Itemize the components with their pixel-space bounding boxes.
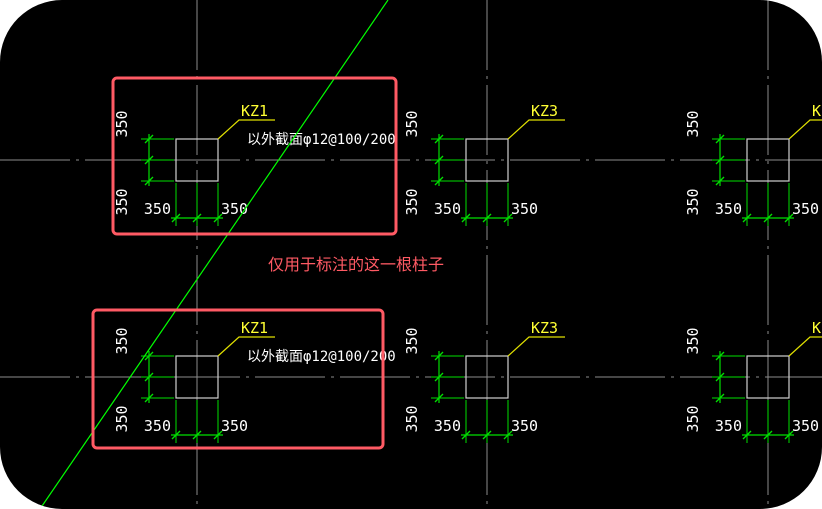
dimension-text-horizontal-right: 350 [511, 200, 538, 218]
column-label: KZ3 [531, 102, 558, 120]
dimension-tick [742, 213, 752, 223]
dimension-text-horizontal-right: 350 [221, 200, 248, 218]
dimension-tick [715, 393, 725, 403]
dimension-text-horizontal-right: 350 [221, 417, 248, 435]
column-outline [746, 355, 790, 399]
dimension-tick [144, 393, 154, 403]
dimension-text-vertical-top: 350 [403, 327, 421, 354]
dimension-tick [213, 430, 223, 440]
column-label: KZ3 [531, 319, 558, 337]
dimension-text-vertical-bottom: 350 [403, 188, 421, 215]
diagonal-reference-line[interactable] [39, 0, 389, 509]
column-kz: 350 350 350 350 KZ1 以外截面φ12@100/200 [113, 102, 396, 226]
dimension-tick [715, 134, 725, 144]
dimension-tick [144, 372, 154, 382]
dimension-text-horizontal-right: 350 [511, 417, 538, 435]
column-label: KZ1 [241, 319, 268, 337]
dimension-tick [144, 176, 154, 186]
column-kz: 350 350 350 350 KZ1 以外截面φ12@100/200 [113, 319, 396, 443]
dimension-tick [434, 155, 444, 165]
dimension-tick [503, 430, 513, 440]
column-kz: 350 350 350 350 KZ3 [684, 319, 822, 443]
dimension-tick [144, 351, 154, 361]
dimension-text-vertical-top: 350 [113, 110, 131, 137]
dimension-tick [213, 213, 223, 223]
dimension-text-vertical-bottom: 350 [113, 188, 131, 215]
leader-line [507, 119, 565, 140]
dimension-tick [461, 213, 471, 223]
dimension-text-horizontal-left: 350 [715, 417, 742, 435]
dimension-text-horizontal-right: 350 [792, 200, 819, 218]
column-kz: 350 350 350 350 KZ3 [403, 102, 565, 226]
dimension-text-vertical-bottom: 350 [113, 405, 131, 432]
dimension-tick [171, 430, 181, 440]
dimension-tick [715, 155, 725, 165]
leader-line [217, 336, 275, 357]
leader-line [788, 119, 822, 140]
dimension-tick [503, 213, 513, 223]
dimension-tick [784, 213, 794, 223]
dimension-text-horizontal-left: 350 [434, 417, 461, 435]
rebar-note: 以外截面φ12@100/200 [247, 349, 396, 365]
dimension-text-horizontal-left: 350 [144, 200, 171, 218]
column-outline [746, 138, 790, 182]
dimension-tick [192, 430, 202, 440]
dimension-tick [715, 351, 725, 361]
column-label: KZ3 [812, 319, 822, 337]
dimension-tick [742, 430, 752, 440]
dimension-tick [784, 430, 794, 440]
dimension-tick [434, 134, 444, 144]
dimension-tick [434, 393, 444, 403]
dimension-tick [715, 372, 725, 382]
column-label: KZ3 [812, 102, 822, 120]
dimension-text-vertical-bottom: 350 [684, 188, 702, 215]
dimension-tick [434, 372, 444, 382]
dimension-text-vertical-bottom: 350 [403, 405, 421, 432]
highlight-box-lower [91, 308, 385, 450]
dimension-tick [171, 213, 181, 223]
dimension-text-vertical-bottom: 350 [684, 405, 702, 432]
dimension-text-horizontal-left: 350 [715, 200, 742, 218]
dimension-tick [144, 155, 154, 165]
column-kz: 350 350 350 350 KZ3 [684, 102, 822, 226]
dimension-text-vertical-top: 350 [684, 327, 702, 354]
dimension-tick [144, 134, 154, 144]
column-outline [465, 355, 509, 399]
leader-line [507, 336, 565, 357]
dimension-text-horizontal-left: 350 [434, 200, 461, 218]
dimension-tick [482, 213, 492, 223]
annotation-note: 仅用于标注的这一根柱子 [268, 255, 444, 274]
dimension-text-horizontal-right: 350 [792, 417, 819, 435]
dimension-tick [434, 176, 444, 186]
dimension-text-vertical-top: 350 [403, 110, 421, 137]
dimension-tick [763, 213, 773, 223]
rebar-note: 以外截面φ12@100/200 [247, 132, 396, 148]
column-kz: 350 350 350 350 KZ3 [403, 319, 565, 443]
leader-line [788, 336, 822, 357]
column-outline [175, 355, 219, 399]
dimension-tick [482, 430, 492, 440]
highlight-box-upper [111, 76, 398, 236]
dimension-tick [763, 430, 773, 440]
column-outline [175, 138, 219, 182]
dimension-text-vertical-top: 350 [113, 327, 131, 354]
dimension-tick [434, 351, 444, 361]
dimension-text-vertical-top: 350 [684, 110, 702, 137]
leader-line [217, 119, 275, 140]
column-label: KZ1 [241, 102, 268, 120]
dimension-text-horizontal-left: 350 [144, 417, 171, 435]
column-outline [465, 138, 509, 182]
dimension-tick [192, 213, 202, 223]
dimension-tick [461, 430, 471, 440]
dimension-tick [715, 176, 725, 186]
